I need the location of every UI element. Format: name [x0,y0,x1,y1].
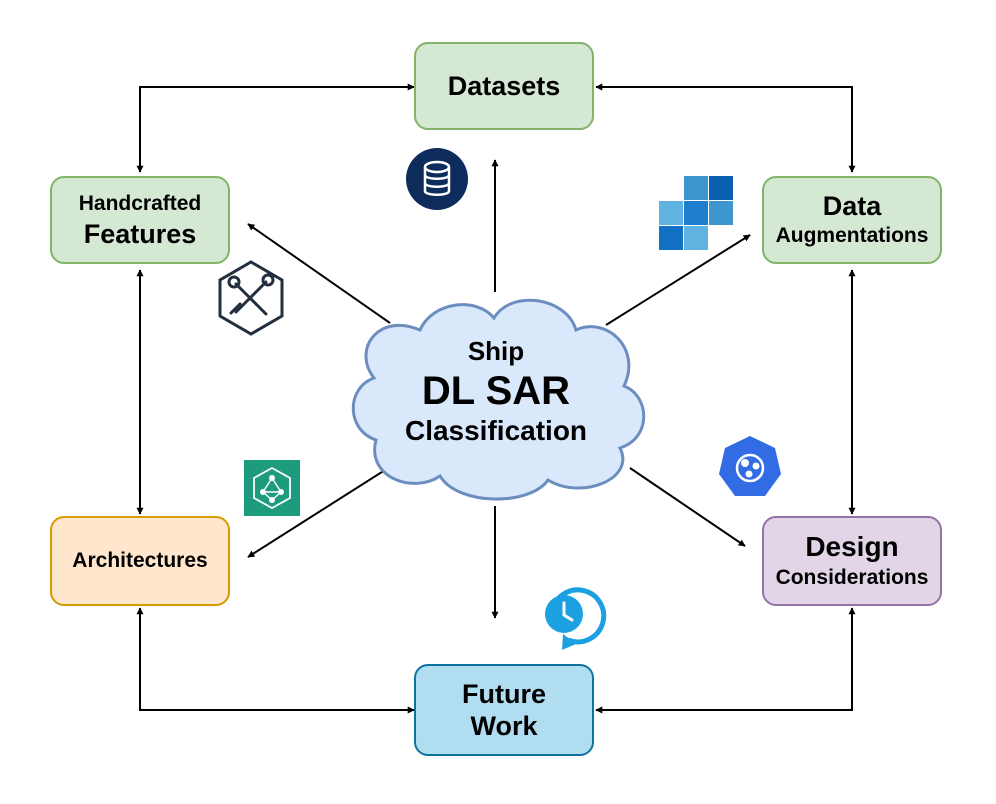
kubernetes-icon [719,436,781,496]
node-future-line-1: Future [462,679,546,709]
clock-history-icon [545,587,607,650]
node-design-line-2: Considerations [775,566,929,589]
arrow-to-handcrafted [247,223,391,324]
node-design-line-1: Design [805,531,899,562]
neural-network-icon [244,460,300,516]
arrow-to-design [629,467,746,547]
node-data-augmentations: Data Augmentations [762,176,942,264]
node-datasets-label: Datasets [447,71,561,101]
center-cloud [351,298,646,501]
center-title: Ship DL SAR Classification [366,334,626,448]
node-data-augmentations-line-2: Augmentations [775,224,929,247]
perimeter-connectors [136,83,856,714]
node-architectures-label: Architectures [72,549,208,572]
node-handcrafted-line-1: Handcrafted [78,192,202,215]
node-future-work: Future Work [414,664,594,756]
center-line-2: DL SAR [421,369,571,413]
node-future-line-2: Work [470,711,538,741]
node-handcrafted-line-2: Features [83,219,197,249]
node-handcrafted-features: Handcrafted Features [50,176,230,264]
node-datasets: Datasets [414,42,594,130]
connector-datasets-handcrafted [136,83,415,173]
node-data-augmentations-line-1: Data [822,191,882,221]
grid-tiles-icon [659,176,733,250]
node-design-considerations: Design Considerations [762,516,942,606]
connector-architectures-future-work [136,607,415,714]
radial-arrows [247,159,751,619]
node-architectures: Architectures [50,516,230,606]
arrow-to-architectures [247,469,386,558]
arrow-to-data-augmentation [605,234,751,326]
connector-design-future-work [595,607,856,714]
center-line-1: Ship [467,336,525,366]
center-line-3: Classification [404,415,588,446]
database-icon [406,148,468,210]
connector-datasets-data-augmentation [595,83,856,173]
tools-icon [218,260,284,336]
